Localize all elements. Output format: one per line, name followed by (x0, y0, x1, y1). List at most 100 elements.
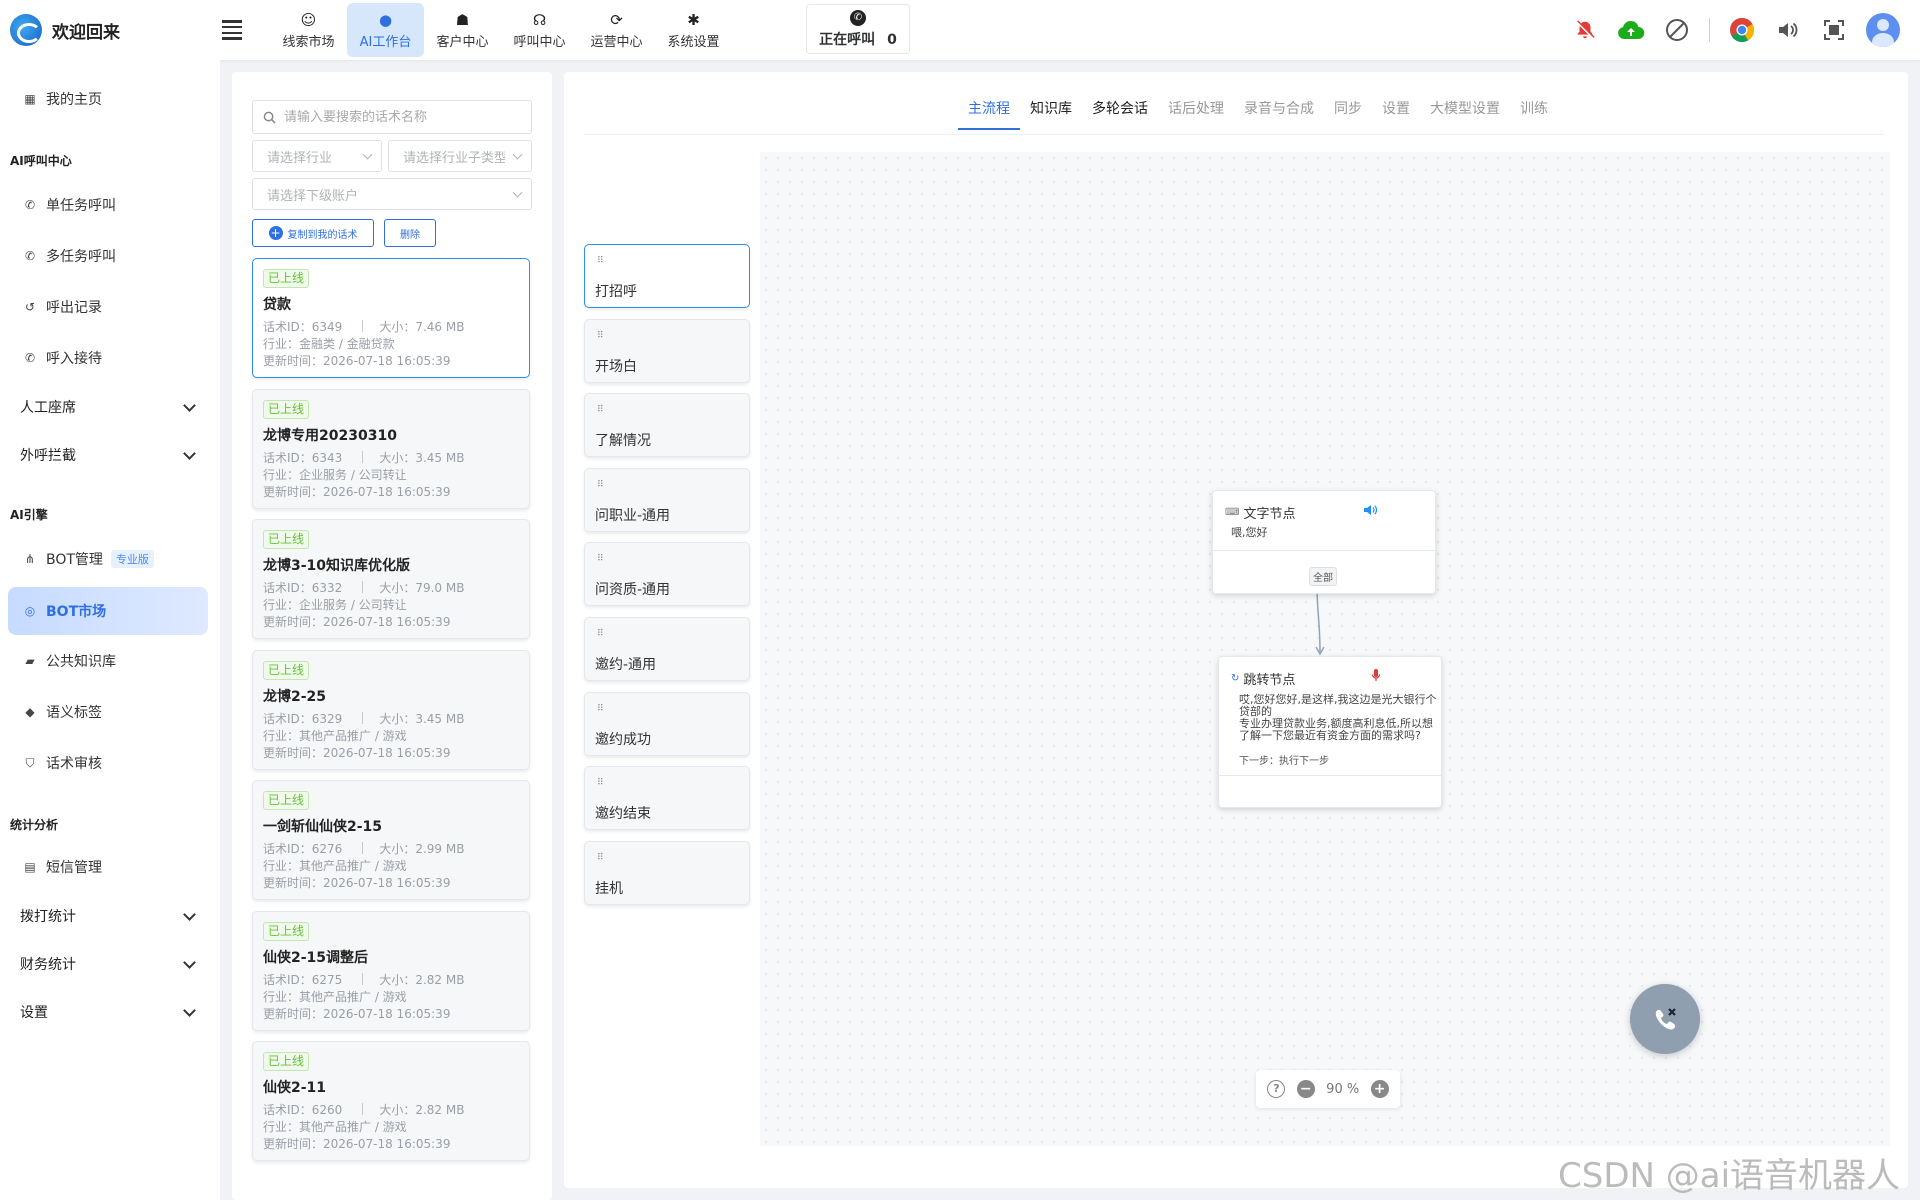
flow-node-item[interactable]: ⠿问职业-通用 (584, 467, 750, 532)
sidebar-item-label: 语义标签 (46, 705, 102, 721)
text-node[interactable]: ⌨ 文字节点 喂,您好 全部 (1212, 490, 1437, 594)
sidebar-item-outbound-records[interactable]: ↺呼出记录 (8, 284, 208, 330)
script-id: 话术ID：6343 (263, 450, 343, 465)
drag-handle-icon[interactable]: ⠿ (597, 554, 604, 565)
volume-icon[interactable] (1774, 16, 1802, 44)
flow-node-item[interactable]: ⠿开场白 (584, 318, 750, 383)
sidebar-item-bot-market[interactable]: ◎BOT市场 (8, 587, 208, 635)
topnav-label: 线索市场 (282, 34, 335, 50)
drag-handle-icon[interactable]: ⠿ (597, 778, 604, 789)
drag-handle-icon[interactable]: ⠿ (597, 703, 604, 714)
sub-account-select[interactable]: 请选择下级账户 (252, 178, 532, 210)
speaker-icon[interactable] (1363, 504, 1377, 516)
flow-node-item[interactable]: ⠿了解情况 (584, 393, 750, 458)
drag-handle-icon[interactable]: ⠿ (597, 330, 604, 341)
topnav-item-ai-workbench[interactable]: ● AI工作台 (347, 3, 424, 57)
topnav-item-customers[interactable]: ☗ 客户中心 (424, 3, 501, 57)
jump-node[interactable]: ↻ 跳转节点 哎,您好您好,是这样,我这边是光大银行个贷部的专业办理贷款业务,额… (1218, 656, 1443, 808)
sub-industry-select[interactable]: 请选择行业子类型 (388, 140, 532, 172)
drag-handle-icon[interactable]: ⠿ (597, 405, 604, 416)
sidebar-item-script-review[interactable]: ⛉话术审核 (8, 740, 208, 786)
flow-canvas[interactable]: ⌨ 文字节点 喂,您好 全部 ↻ 跳转节点 哎,您好您好,是这样,我这边是光大银… (760, 152, 1890, 1146)
search-input[interactable] (284, 109, 514, 125)
sidebar-item-sms-manage[interactable]: ▤短信管理 (8, 844, 208, 890)
sidebar-item-inbound-reception[interactable]: ✆呼入接待 (8, 335, 208, 381)
tab-1[interactable]: 知识库 (1030, 101, 1072, 117)
tab-4[interactable]: 录音与合成 (1244, 101, 1314, 117)
top-nav: ☺ 线索市场 ● AI工作台 ☗ 客户中心 ☊ 呼叫中心 ⟳ 运营中心 ✱ 系统… (270, 0, 732, 58)
script-updated: 更新时间：2026-07-18 16:05:39 (263, 1137, 451, 1151)
tab-6[interactable]: 设置 (1382, 101, 1410, 117)
copy-to-my-scripts-button[interactable]: +复制到我的话术 (252, 219, 374, 247)
tab-8[interactable]: 训练 (1520, 101, 1548, 117)
cloud-upload-icon[interactable] (1617, 16, 1645, 44)
flow-node-item[interactable]: ⠿邀约成功 (584, 691, 750, 756)
avatar[interactable] (1866, 13, 1900, 47)
flow-node-item[interactable]: ⠿打招呼 (584, 244, 750, 308)
chevron-down-icon (183, 446, 196, 460)
chevron-down-icon (183, 1003, 196, 1017)
drag-handle-icon[interactable]: ⠿ (597, 852, 604, 863)
bell-off-icon[interactable] (1571, 16, 1599, 44)
block-icon[interactable] (1663, 16, 1691, 44)
help-icon[interactable]: ? (1267, 1080, 1286, 1098)
tab-3[interactable]: 话后处理 (1168, 101, 1224, 117)
script-updated: 更新时间：2026-07-18 16:05:39 (263, 354, 451, 368)
flow-node-item[interactable]: ⠿问资质-通用 (584, 542, 750, 607)
sidebar-group-outbound-intercept[interactable]: 外呼拦截 (20, 435, 200, 475)
drag-handle-icon[interactable]: ⠿ (597, 256, 604, 266)
drag-handle-icon[interactable]: ⠿ (597, 629, 604, 639)
sidebar-item-multi-task-call[interactable]: ✆多任务呼叫 (8, 233, 208, 279)
sidebar-group-label: 外呼拦截 (20, 448, 76, 464)
sidebar-group-dial-stats[interactable]: 拨打统计 (20, 896, 200, 936)
sidebar-item-semantic-tags[interactable]: ◆语义标签 (8, 689, 208, 735)
sidebar-item-bot-manage[interactable]: ⋔BOT管理专业版 (8, 536, 208, 582)
topnav-item-system-settings[interactable]: ✱ 系统设置 (655, 3, 732, 57)
zoom-out-button[interactable]: − (1296, 1080, 1315, 1098)
topnav-item-call-center[interactable]: ☊ 呼叫中心 (501, 3, 578, 57)
node-title: ↻ 跳转节点 (1231, 669, 1295, 688)
topnav-item-leads[interactable]: ☺ 线索市场 (270, 3, 347, 57)
sidebar-item-home[interactable]: ▦我的主页 (8, 76, 208, 122)
script-industry: 行业：企业服务 / 公司转让 (263, 598, 407, 612)
flow-node-item[interactable]: ⠿挂机 (584, 840, 750, 905)
script-name: 仙侠2-11 (263, 1080, 327, 1096)
sidebar-item-public-kb[interactable]: ▰公共知识库 (8, 638, 208, 684)
sidebar-group-settings[interactable]: 设置 (20, 992, 200, 1032)
script-industry: 行业：其他产品推广 / 游戏 (263, 989, 407, 1004)
meta-divider (362, 972, 364, 985)
sidebar-item-single-task-call[interactable]: ✆单任务呼叫 (8, 182, 208, 228)
hangup-call-button[interactable] (1630, 984, 1700, 1054)
tab-2[interactable]: 多轮会话 (1092, 101, 1148, 117)
fullscreen-icon[interactable] (1820, 16, 1848, 44)
industry-select[interactable]: 请选择行业 (252, 140, 382, 172)
sidebar-group-finance-stats[interactable]: 财务统计 (20, 944, 200, 984)
sidebar-group-manual-seat[interactable]: 人工座席 (20, 387, 200, 427)
menu-toggle-icon[interactable] (222, 20, 242, 40)
drag-handle-icon[interactable]: ⠿ (597, 479, 604, 490)
node-title: ⌨ 文字节点 (1225, 503, 1295, 522)
microphone-icon[interactable] (1371, 668, 1381, 682)
book-icon: ▰ (25, 654, 35, 668)
topnav-item-operations[interactable]: ⟳ 运营中心 (578, 3, 655, 57)
chrome-icon[interactable] (1728, 16, 1756, 44)
search-box[interactable] (252, 100, 532, 134)
tab-7[interactable]: 大模型设置 (1430, 101, 1500, 117)
delete-button[interactable]: 删除 (384, 219, 436, 247)
tab-0[interactable]: 主流程 (958, 96, 1020, 136)
tab-5[interactable]: 同步 (1334, 101, 1362, 117)
flow-node-item[interactable]: ⠿邀约-通用 (584, 617, 750, 681)
flow-node-item[interactable]: ⠿邀约结束 (584, 766, 750, 831)
branch-tag[interactable]: 全部 (1309, 567, 1337, 586)
zoom-in-button[interactable]: + (1370, 1080, 1389, 1098)
customers-icon: ☗ (455, 10, 470, 29)
